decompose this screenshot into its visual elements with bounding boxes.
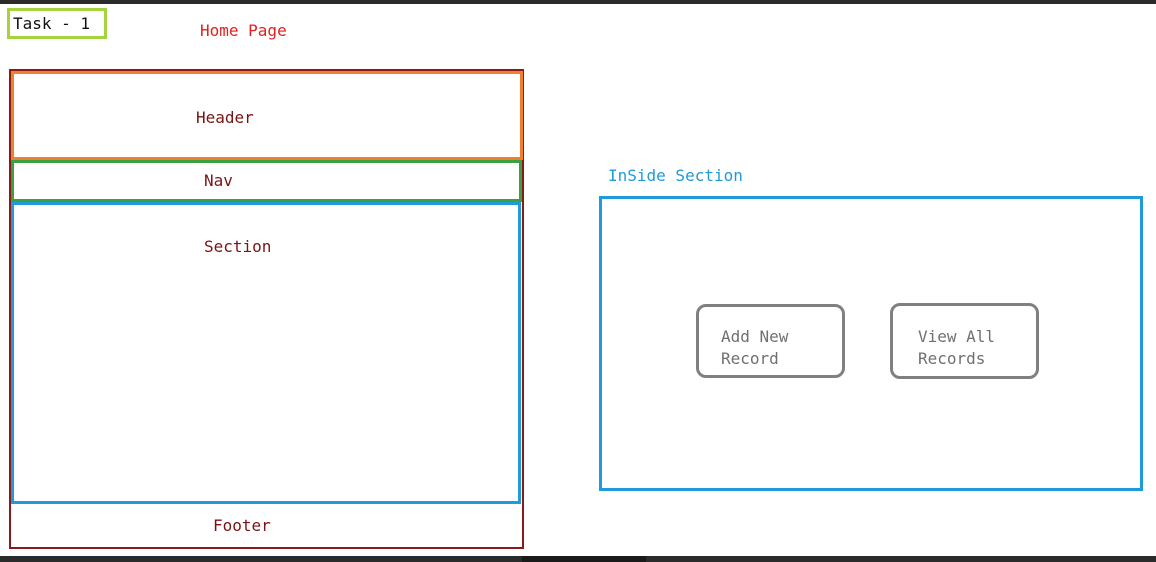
- inside-section-title: InSide Section: [608, 166, 743, 185]
- header-label: Header: [196, 108, 254, 127]
- footer-label: Footer: [213, 516, 271, 535]
- header-box: [11, 71, 523, 160]
- task-label: Task - 1: [7, 8, 107, 39]
- inside-section-box: [599, 196, 1143, 491]
- add-new-record-button[interactable]: Add New Record: [696, 304, 845, 378]
- section-box: [11, 202, 521, 504]
- nav-box: [11, 160, 522, 202]
- footer-box: [9, 69, 524, 549]
- window-bottom-edge-segment: [522, 556, 646, 562]
- nav-label: Nav: [204, 171, 233, 190]
- view-all-records-button[interactable]: View All Records: [890, 303, 1039, 379]
- section-label: Section: [204, 237, 272, 256]
- home-page-title: Home Page: [200, 21, 287, 40]
- window-top-edge: [0, 0, 1156, 4]
